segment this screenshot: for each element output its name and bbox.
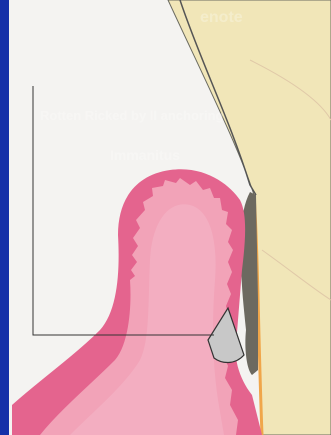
- faint-label-lower: Immanitus: [110, 147, 180, 163]
- faint-label-middle: Rotten Ricked by ll anchoring: [40, 108, 224, 123]
- faint-label-top: enote: [200, 9, 243, 26]
